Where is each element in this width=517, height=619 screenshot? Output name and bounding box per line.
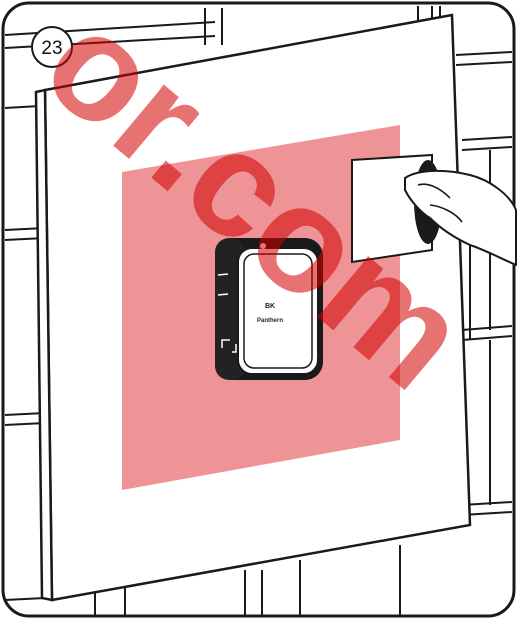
instruction-illustration: BK Panthern 23 or.com <box>0 0 517 619</box>
